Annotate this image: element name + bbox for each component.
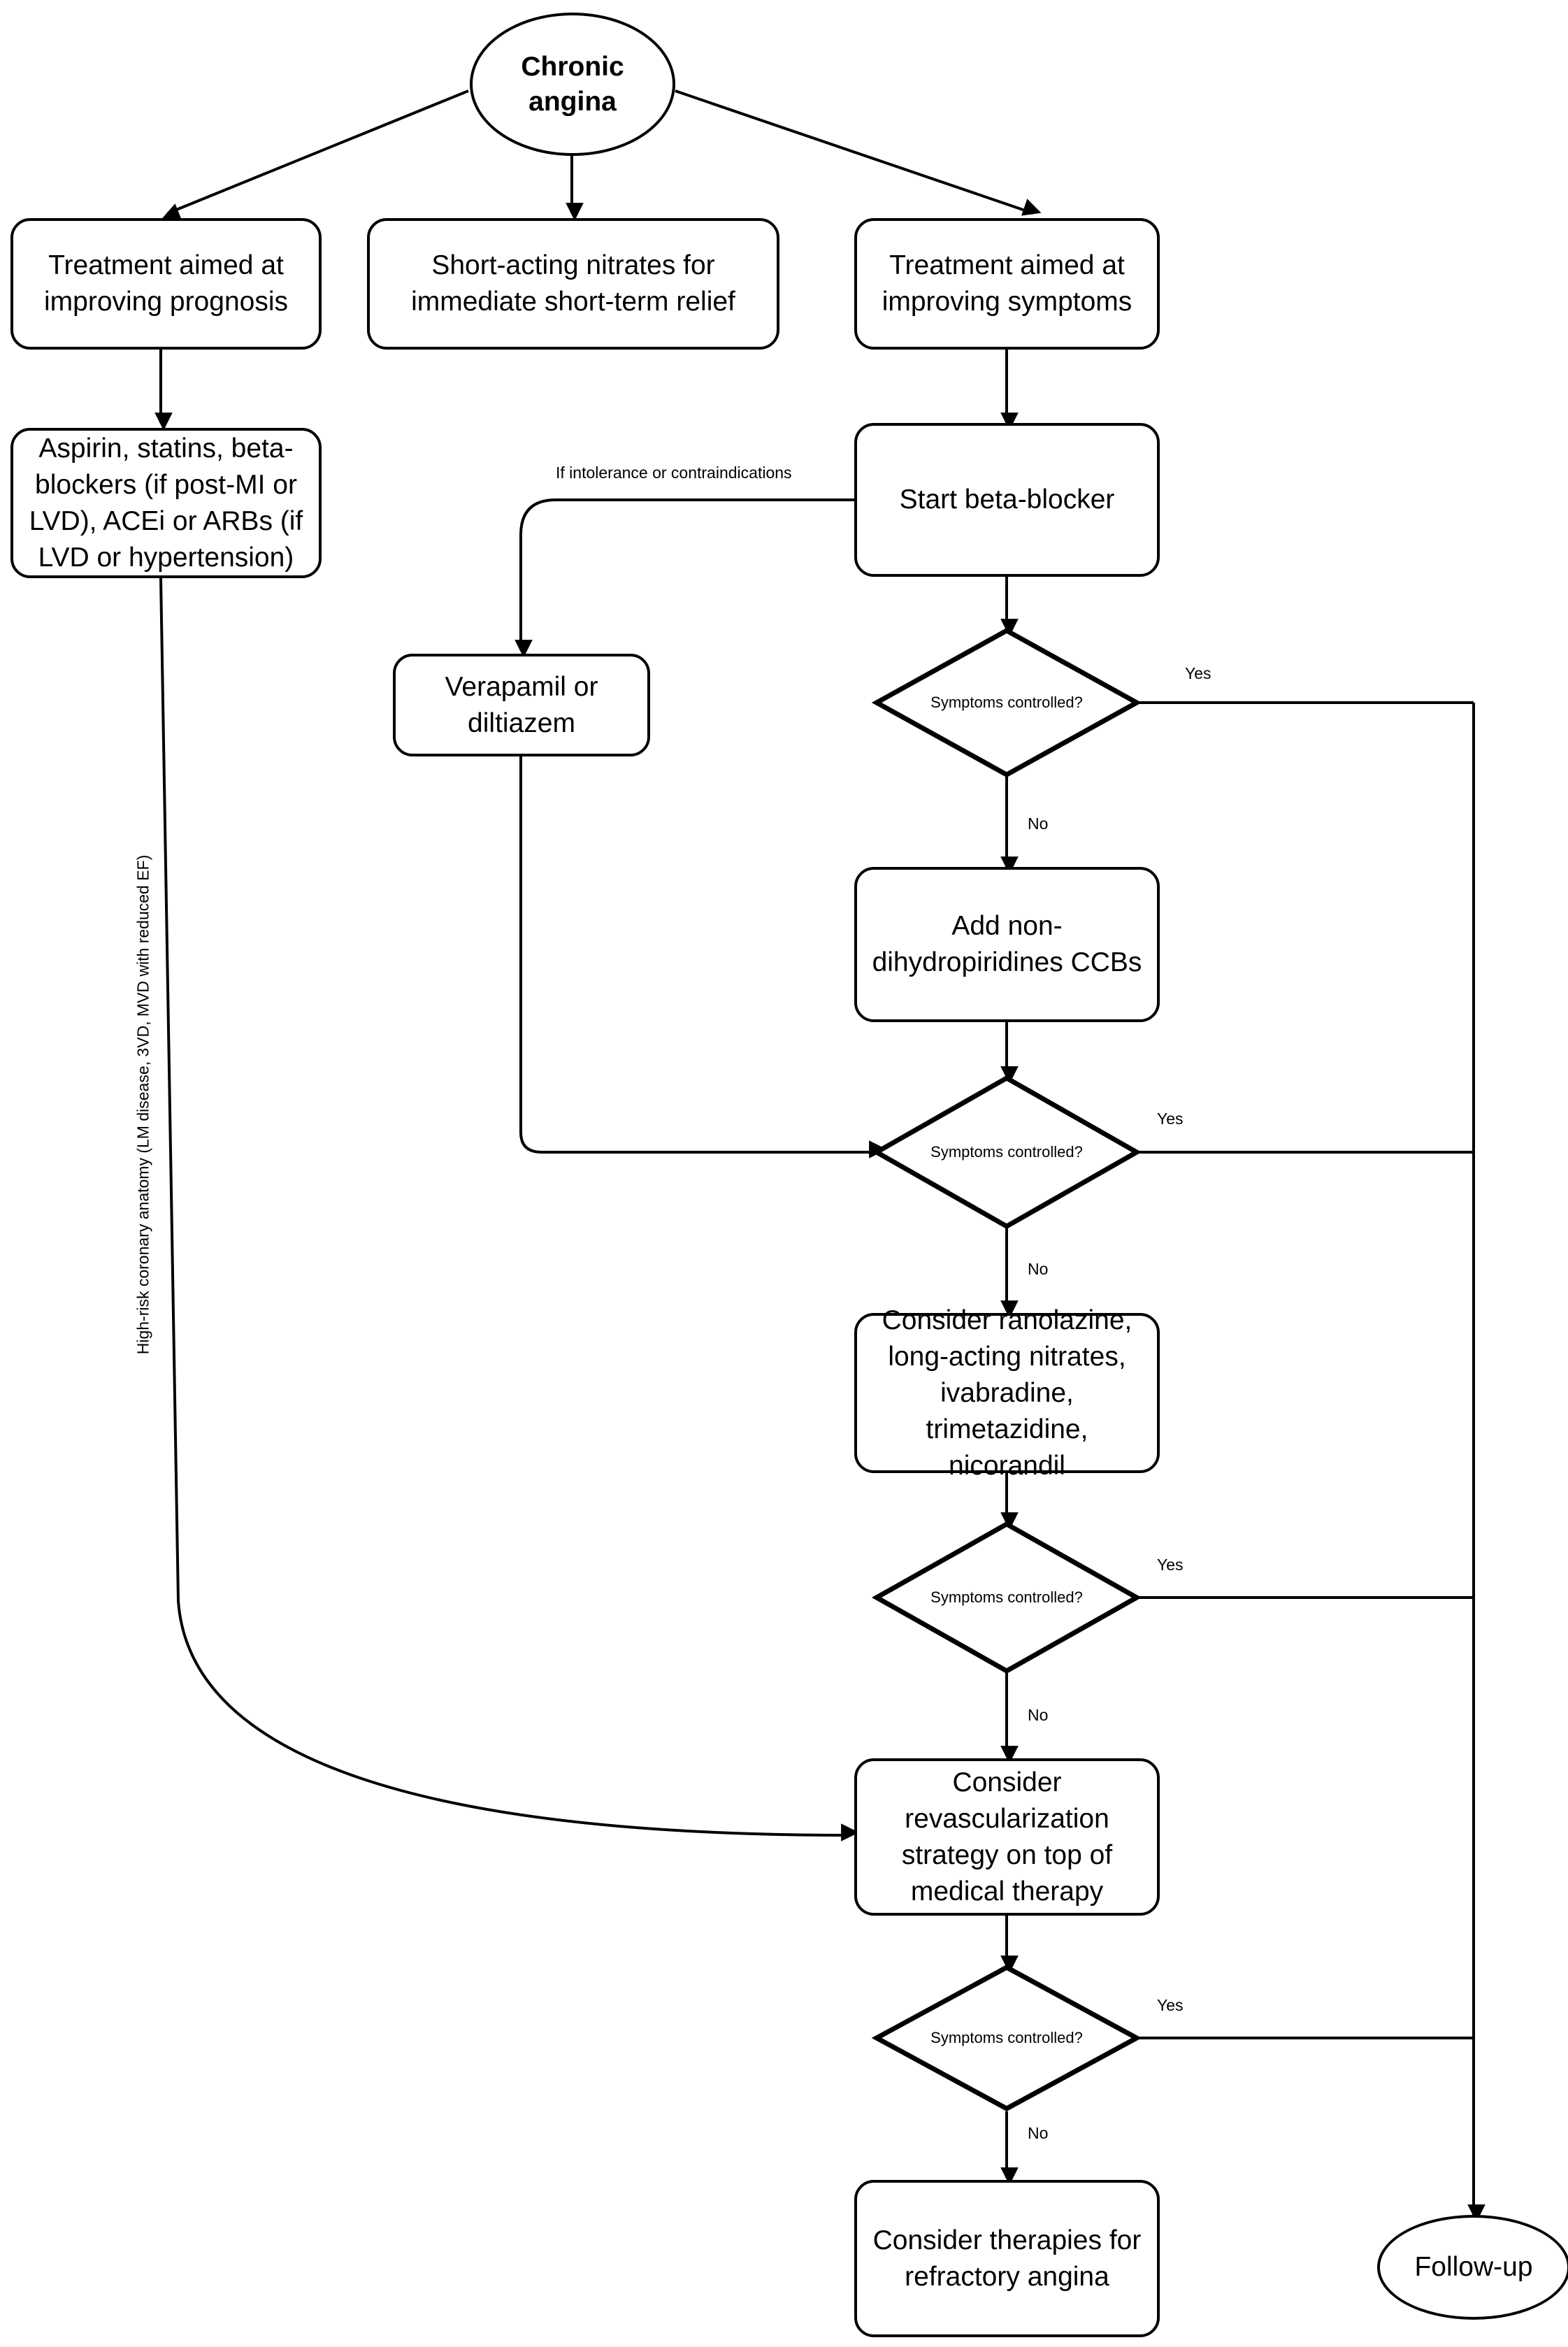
beta-blocker-label: Start beta-blocker xyxy=(899,485,1115,515)
follow-up-label: Follow-up xyxy=(1414,2252,1533,2282)
intolerance-label: If intolerance or contraindications xyxy=(556,464,792,482)
start-node: Chronic angina xyxy=(470,13,675,156)
decision-diamond-4 xyxy=(871,1965,1142,2111)
verapamil-box: Verapamil or diltiazem xyxy=(393,654,650,756)
nitrates-label: Short-acting nitrates for immediate shor… xyxy=(411,250,735,317)
aspirin-label: Aspirin, statins, beta- blockers (if pos… xyxy=(29,433,303,573)
no-label-2: No xyxy=(1028,1260,1049,1278)
ranolazine-label: Consider ranolazine, long-acting nitrate… xyxy=(882,1305,1132,1481)
add-ccb-box: Add non- dihydropiridines CCBs xyxy=(854,867,1160,1022)
add-ccb-label: Add non- dihydropiridines CCBs xyxy=(872,911,1142,977)
high-risk-label: High-risk coronary anatomy (LM disease, … xyxy=(134,854,152,1355)
revascularization-box: Consider revascularization strategy on t… xyxy=(854,1758,1160,1916)
start-node-label: Chronic angina xyxy=(521,51,624,117)
no-label-1: No xyxy=(1028,814,1049,833)
decision-diamond-2 xyxy=(871,1075,1142,1230)
nitrates-box: Short-acting nitrates for immediate shor… xyxy=(367,218,779,350)
decision-label-4: Symptoms controlled? xyxy=(930,2029,1083,2046)
no-label-3: No xyxy=(1028,1706,1049,1724)
arrow-beta-verapamil xyxy=(515,498,854,658)
revascularization-label: Consider revascularization strategy on t… xyxy=(901,1767,1113,1907)
symptoms-box: Treatment aimed at improving symptoms xyxy=(854,218,1160,350)
refractory-label: Consider therapies for refractory angina xyxy=(872,2225,1142,2292)
arrow-start-symptoms xyxy=(675,89,1042,216)
symptoms-label: Treatment aimed at improving symptoms xyxy=(882,250,1132,317)
decision-diamond-1 xyxy=(871,627,1142,778)
yes-label-4: Yes xyxy=(1157,1996,1184,2014)
no-label-4: No xyxy=(1028,2124,1049,2142)
decision-label-3: Symptoms controlled? xyxy=(930,1588,1083,1606)
beta-blocker-box: Start beta-blocker xyxy=(854,423,1160,577)
arrow-aspirin-revasc xyxy=(159,577,859,1842)
decision-label-2: Symptoms controlled? xyxy=(930,1143,1083,1161)
yes-label-1: Yes xyxy=(1185,664,1211,682)
aspirin-box: Aspirin, statins, beta- blockers (if pos… xyxy=(10,428,322,578)
yes-label-2: Yes xyxy=(1157,1110,1184,1128)
arrow-start-prognosis xyxy=(161,89,469,220)
prognosis-label: Treatment aimed at improving prognosis xyxy=(43,250,288,317)
prognosis-box: Treatment aimed at improving prognosis xyxy=(10,218,322,350)
arrow-verapamil-d2 xyxy=(519,756,887,1158)
decision-label-1: Symptoms controlled? xyxy=(930,694,1083,711)
verapamil-label: Verapamil or diltiazem xyxy=(445,671,598,738)
follow-up-node: Follow-up xyxy=(1377,2215,1568,2320)
refractory-box: Consider therapies for refractory angina xyxy=(854,2180,1160,2337)
yes-label-3: Yes xyxy=(1157,1556,1184,1574)
decision-diamond-3 xyxy=(871,1521,1142,1674)
ranolazine-box: Consider ranolazine, long-acting nitrate… xyxy=(854,1305,1160,1481)
